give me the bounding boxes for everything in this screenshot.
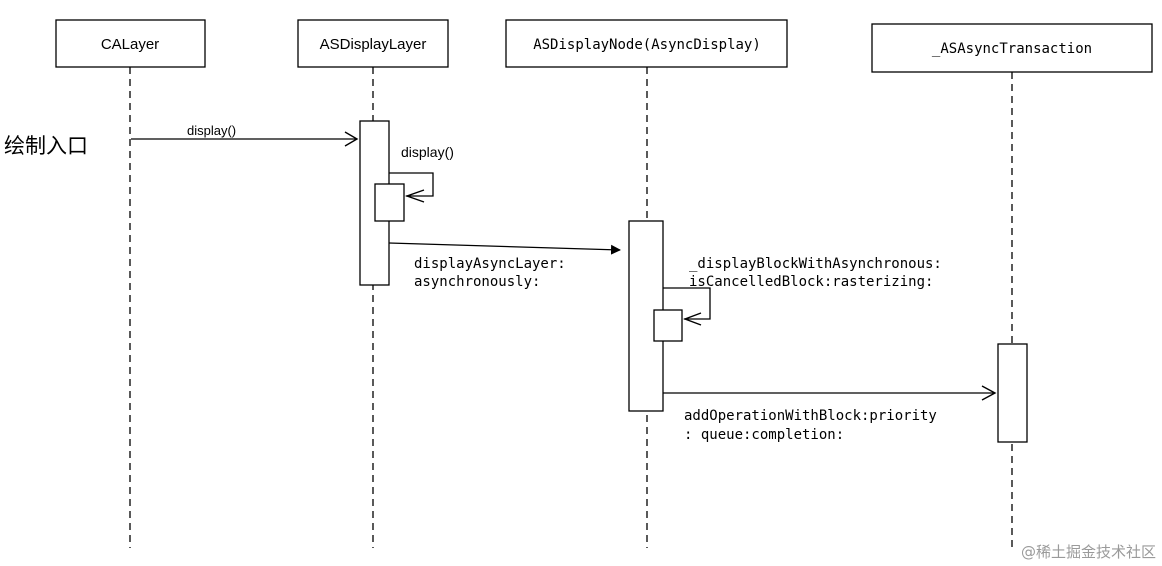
participant-asdisplaylayer: ASDisplayLayer (297, 19, 449, 68)
entry-label: 绘制入口 (4, 135, 88, 158)
message-display-block-line-1: _displayBlockWithAsynchronous: (689, 256, 942, 272)
message-self-display: display() (389, 144, 454, 203)
message-display-label: display() (187, 123, 236, 138)
message-display-block: _displayBlockWithAsynchronous: isCancell… (663, 256, 950, 326)
participant-asasynctransaction-label: _ASAsyncTransaction (932, 41, 1092, 57)
asasynctransaction-activation (997, 343, 1028, 443)
message-display-async-layer-line-1: displayAsyncLayer: (414, 256, 566, 272)
participant-asdisplaylayer-label: ASDisplayLayer (320, 36, 427, 53)
message-add-operation-line-2: : queue:completion: (684, 427, 844, 443)
watermark-text: @稀土掘金技术社区 (1020, 543, 1156, 561)
message-display-block-label: _displayBlockWithAsynchronous: isCancell… (689, 256, 950, 290)
participant-asasynctransaction: _ASAsyncTransaction (871, 23, 1153, 73)
message-self-display-label: display() (401, 144, 454, 160)
message-display-block-line-2: isCancelledBlock:rasterizing: (689, 274, 933, 290)
message-display: display() (131, 123, 359, 147)
participant-calayer: CALayer (55, 19, 206, 68)
message-display-async-layer-line-2: asynchronously: (414, 274, 540, 290)
message-add-operation-label: addOperationWithBlock:priority : queue:c… (684, 408, 945, 443)
message-display-async-layer-label: displayAsyncLayer: asynchronously: (414, 256, 574, 290)
message-display-async-layer: displayAsyncLayer: asynchronously: (388, 242, 621, 290)
asdisplaylayer-nested-activation (374, 183, 405, 222)
asdisplaynode-nested-activation (653, 309, 683, 342)
participant-calayer-label: CALayer (101, 36, 159, 53)
participant-asdisplaynode: ASDisplayNode(AsyncDisplay) (505, 19, 788, 68)
participant-asdisplaynode-label: ASDisplayNode(AsyncDisplay) (533, 37, 761, 53)
message-add-operation: addOperationWithBlock:priority : queue:c… (663, 385, 997, 443)
message-add-operation-line-1: addOperationWithBlock:priority (684, 408, 937, 424)
